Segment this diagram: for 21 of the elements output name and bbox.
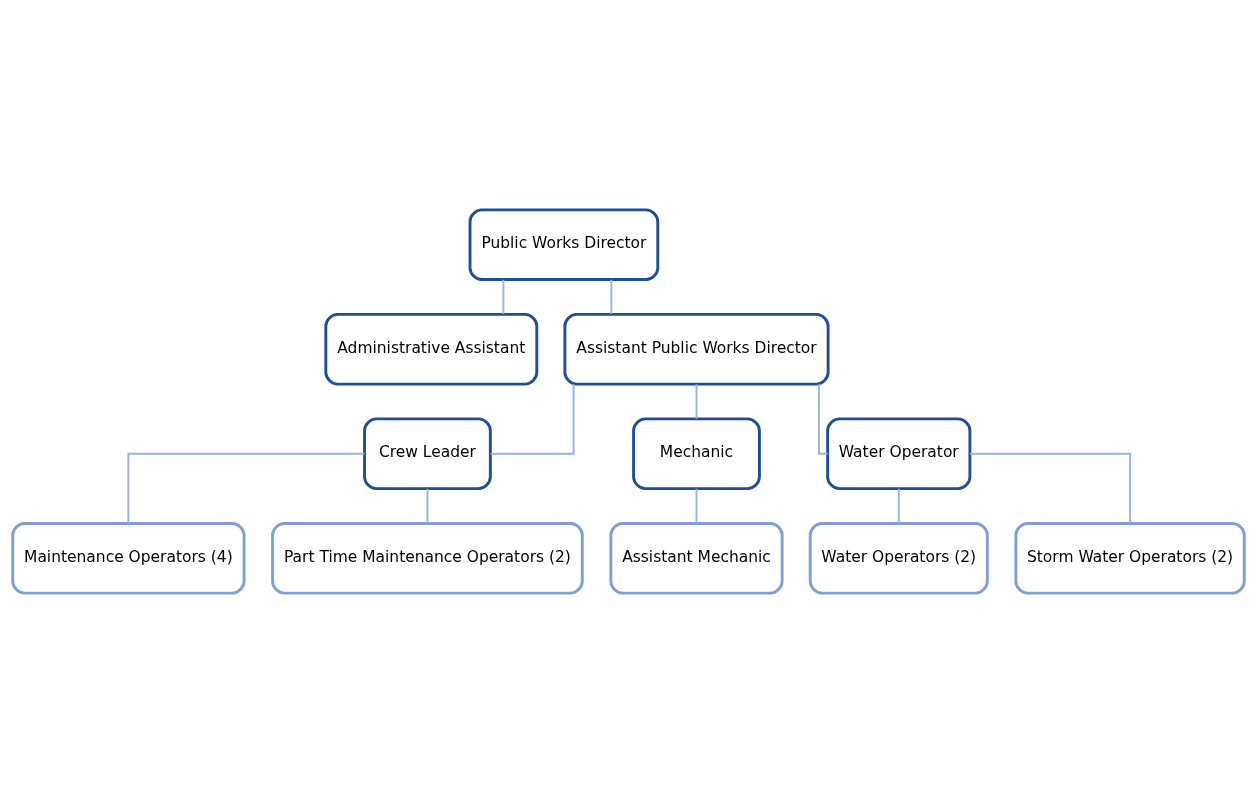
node-box: Water Operator	[826, 416, 972, 490]
node-box: Storm Water Operators (2)	[1014, 521, 1246, 595]
connector	[502, 278, 505, 315]
node-box: Assistant Public Works Director	[563, 312, 830, 386]
node-box: Public Works Director	[468, 207, 660, 281]
connector	[817, 382, 829, 455]
node-box: Assistant Mechanic	[609, 521, 784, 595]
connector	[127, 452, 366, 524]
connector	[695, 487, 698, 524]
connector	[489, 382, 575, 455]
connector	[969, 452, 1132, 524]
connector	[610, 278, 613, 315]
node-box: Maintenance Operators (4)	[11, 521, 246, 595]
node-box: Water Operators (2)	[808, 521, 989, 595]
node-box: Mechanic	[632, 416, 761, 490]
node-box: Administrative Assistant	[324, 312, 539, 386]
connector	[426, 487, 429, 524]
connector	[695, 382, 698, 420]
node-box: Part Time Maintenance Operators (2)	[271, 521, 584, 595]
connector	[897, 487, 900, 524]
node-box: Crew Leader	[363, 416, 492, 490]
